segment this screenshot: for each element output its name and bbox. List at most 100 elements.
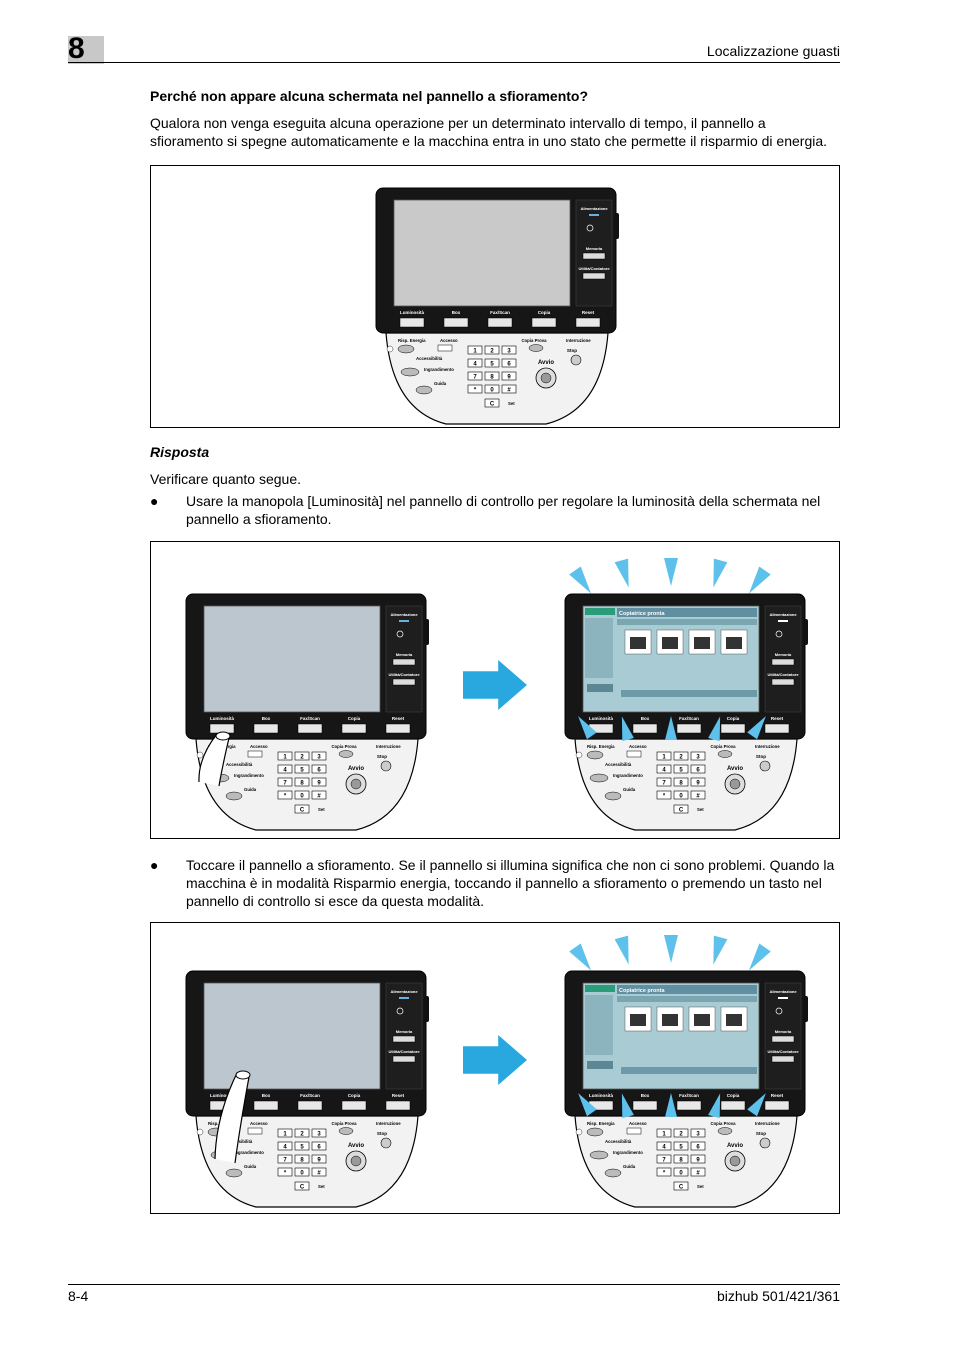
answer-label: Risposta	[150, 444, 210, 460]
keypad-key-label: #	[696, 1171, 700, 1177]
screen-setting-icon	[630, 1014, 646, 1026]
screen-footer-bar	[621, 690, 757, 697]
label-utilita: Utilità/Contatore	[388, 1049, 420, 1054]
label-stop: Stop	[377, 1131, 387, 1136]
light-ray	[569, 566, 592, 594]
function-key	[341, 723, 367, 734]
screen-setting-icon	[630, 637, 646, 649]
start-button-inner	[350, 1155, 362, 1167]
zoom-button	[589, 773, 609, 783]
label-risp-energia: Risp. Energia	[587, 1121, 615, 1126]
label-avvio: Avvio	[727, 766, 743, 772]
question-heading: Perché non appare alcuna schermata nel p…	[150, 88, 589, 104]
clear-key-label: C	[300, 808, 305, 814]
utilita-button	[771, 678, 795, 686]
stop-button	[759, 1137, 771, 1149]
keypad-key-label: 1	[283, 1132, 287, 1138]
keypad-key-label: 6	[696, 1145, 700, 1151]
keypad-key-label: 1	[283, 755, 287, 761]
label-utilita: Utilità/Contatore	[767, 672, 799, 677]
label-set: Set	[508, 401, 515, 406]
keypad-key-label: 9	[696, 781, 700, 787]
side-latch	[803, 996, 808, 1022]
indicator	[196, 1128, 204, 1136]
label-function-key: Luminosità	[589, 716, 613, 721]
label-guida: Guida	[434, 381, 447, 386]
keypad-key-label: 8	[300, 781, 304, 787]
function-key	[531, 317, 557, 328]
keypad-key	[311, 1167, 327, 1177]
brightness-illustration: AlimentazioneMemoriaUtilità/ContatoreLum…	[185, 558, 808, 831]
keypad-key	[656, 1128, 672, 1138]
keypad-key-label: 6	[696, 768, 700, 774]
label-interruzione: Interruzione	[376, 744, 401, 749]
label-guida: Guida	[623, 787, 636, 792]
keypad-key	[673, 1154, 689, 1164]
function-key	[253, 1100, 279, 1111]
access-button	[626, 750, 642, 758]
keypad-key	[484, 371, 500, 381]
keypad-key	[484, 345, 500, 355]
light-ray	[708, 1093, 721, 1119]
screen-setting-icon	[662, 637, 678, 649]
keypad-key-label: 6	[507, 362, 511, 368]
keypad-key	[656, 777, 672, 787]
keypad-key	[656, 751, 672, 761]
keypad-key	[656, 1167, 672, 1177]
product-name: bizhub 501/421/361	[717, 1288, 840, 1304]
clear-key-label: C	[679, 808, 684, 814]
keypad-key	[690, 751, 706, 761]
label-function-key: Reset	[771, 716, 784, 721]
label-stop: Stop	[567, 348, 577, 353]
label-function-key: Reset	[771, 1093, 784, 1098]
light-ray	[664, 558, 678, 586]
keypad-key-label: 6	[317, 768, 321, 774]
keypad-key	[277, 1128, 293, 1138]
guide-button	[225, 791, 243, 801]
light-ray	[747, 716, 766, 740]
keypad-key-label: 4	[283, 1145, 287, 1151]
label-utilita: Utilità/Contatore	[388, 672, 420, 677]
stop-button	[759, 760, 771, 772]
keypad-key	[501, 371, 517, 381]
keypad-key-label: *	[474, 388, 477, 394]
header-rule	[68, 62, 840, 63]
screen-title: Copiatrice pronta	[619, 988, 665, 994]
keypad-key-label: 9	[317, 781, 321, 787]
indicator	[575, 751, 583, 759]
keypad-key-label: 5	[490, 362, 494, 368]
label-function-key: Luminosità	[210, 1093, 234, 1098]
screen-title: Copiatrice pronta	[619, 611, 665, 617]
touch-screen	[203, 982, 381, 1090]
screen-left-panel	[585, 995, 613, 1055]
indicator	[575, 1128, 583, 1136]
keypad-key	[467, 371, 483, 381]
function-key	[487, 317, 513, 328]
keypad-key-label: 5	[679, 1145, 683, 1151]
clear-key-label: C	[300, 1185, 305, 1191]
bullet-marker: ●	[150, 857, 159, 873]
start-button-inner	[540, 372, 552, 384]
access-button	[247, 1127, 263, 1135]
keypad-key-label: 2	[679, 1132, 683, 1138]
energy-button	[586, 750, 604, 760]
function-key	[764, 1100, 790, 1111]
keypad-key	[484, 384, 500, 394]
keypad-key	[277, 1167, 293, 1177]
keypad-key	[467, 384, 483, 394]
keypad-key-label: 2	[300, 1132, 304, 1138]
energy-button	[397, 344, 415, 354]
check-text: Verificare quanto segue.	[150, 471, 301, 487]
guide-button	[604, 1168, 622, 1178]
function-key	[385, 723, 411, 734]
label-function-key: Box	[641, 1093, 650, 1098]
keypad-key-label: #	[317, 1171, 321, 1177]
keypad-key	[673, 1167, 689, 1177]
keypad-key-label: 1	[662, 755, 666, 761]
keypad-key-label: 3	[317, 755, 321, 761]
keypad-key-label: *	[284, 794, 287, 800]
light-ray	[665, 1093, 677, 1117]
keypad-key-label: 3	[317, 1132, 321, 1138]
keypad-key	[311, 764, 327, 774]
screen-counter	[587, 684, 613, 692]
